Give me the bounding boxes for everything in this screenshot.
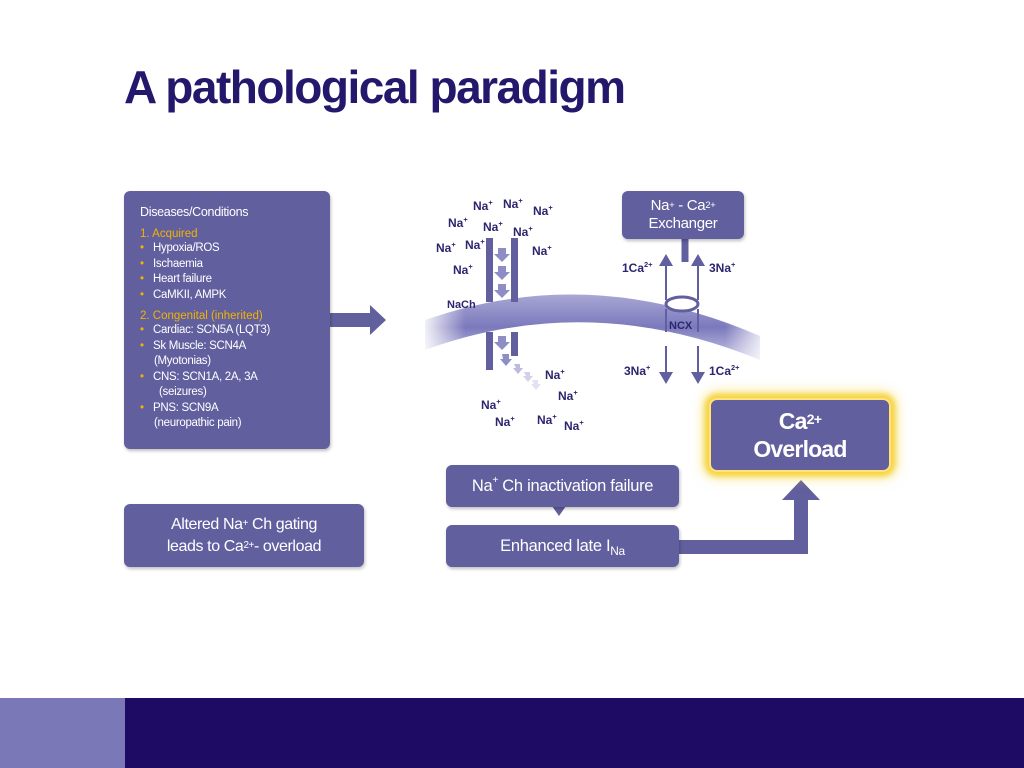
sodium-ion-label: Na+ (483, 219, 503, 234)
page-title: A pathological paradigm (124, 61, 626, 113)
acquired-heading: 1. Acquired (140, 228, 198, 240)
na-out-label: 3Na+ (709, 260, 736, 275)
diagram-graphics (330, 238, 820, 554)
footer-bar (125, 698, 1024, 768)
sodium-ion-label: Na+ (513, 224, 533, 239)
ca-in-label: 1Ca2+ (622, 260, 653, 275)
list-item: •CaMKII, AMPK (140, 288, 227, 301)
inactivation-text: Na+ Ch inactivation failure (471, 475, 654, 495)
congenital-heading: 2. Congenital (inherited) (140, 310, 263, 322)
exchanger-line-2: Exchanger (648, 215, 718, 232)
footer-accent-bar (0, 698, 125, 768)
enhanced-late-ina-box: Enhanced late INa (446, 525, 679, 567)
sodium-ion-label: Na+ (532, 243, 552, 258)
sodium-ion-label: Na+ (473, 198, 493, 213)
diseases-panel: Diseases/Conditions 1. Acquired •Hypoxia… (124, 191, 330, 449)
list-item: •Hypoxia/ROS (140, 242, 220, 254)
sodium-ion-label: Na+ (436, 240, 456, 255)
callout-notch (552, 506, 566, 516)
ncx-exchanger (659, 239, 705, 384)
sodium-ion-label: Na+ (558, 388, 578, 403)
list-item: •Heart failure (140, 273, 212, 285)
ncx-label: NCX (669, 320, 693, 332)
sodium-ion-label: Na+ (465, 237, 485, 252)
diseases-heading: Diseases/Conditions (140, 205, 249, 219)
altered-gating-box: Altered Na+ Ch gating leads to Ca2+- ove… (124, 504, 364, 567)
calcium-overload-box: Ca2+ Overload (709, 398, 891, 472)
late-ina-text: Enhanced late INa (500, 536, 625, 558)
list-item: •CNS: SCN1A, 2A, 3A(seizures) (140, 370, 258, 399)
list-item: •PNS: SCN9A(neuropathic pain) (140, 401, 242, 430)
exchanger-box: Na+ - Ca2+ Exchanger (622, 191, 744, 239)
list-item: •Sk Muscle: SCN4A(Myotonias) (140, 339, 246, 368)
diseases-list: 1. Acquired •Hypoxia/ROS •Ischaemia •Hea… (140, 228, 330, 432)
sodium-ion-label: Na+ (495, 414, 515, 429)
sodium-ion-label: Na+ (564, 418, 584, 433)
altered-line-1: Altered Na+ Ch gating (171, 515, 317, 533)
exchanger-line-1: Na+ - Ca2+ (650, 197, 716, 214)
elbow-arrow-icon (679, 480, 820, 554)
list-item: •Ischaemia (140, 257, 203, 270)
overload-line-1: Ca2+ (778, 408, 822, 434)
ca-out-label: 1Ca2+ (709, 363, 740, 378)
right-arrow-icon (330, 305, 386, 335)
sodium-ion-label: Na+ (533, 203, 553, 218)
altered-line-2: leads to Ca2+- overload (166, 537, 322, 555)
na-in-label: 3Na+ (624, 363, 651, 378)
sodium-ion-label: Na+ (481, 397, 501, 412)
sodium-ion-label: Na+ (537, 412, 557, 427)
sodium-ion-label: Na+ (448, 215, 468, 230)
sodium-ion-label: Na+ (545, 367, 565, 382)
sodium-ion-label: Na+ (453, 262, 473, 277)
list-item: •Cardiac: SCN5A (LQT3) (140, 324, 271, 336)
inactivation-failure-box: Na+ Ch inactivation failure (446, 465, 679, 507)
sodium-ion-label: Na+ (503, 196, 523, 211)
overload-line-2: Overload (753, 436, 847, 462)
nach-label: NaCh (447, 299, 476, 311)
sodium-channel (486, 238, 541, 390)
